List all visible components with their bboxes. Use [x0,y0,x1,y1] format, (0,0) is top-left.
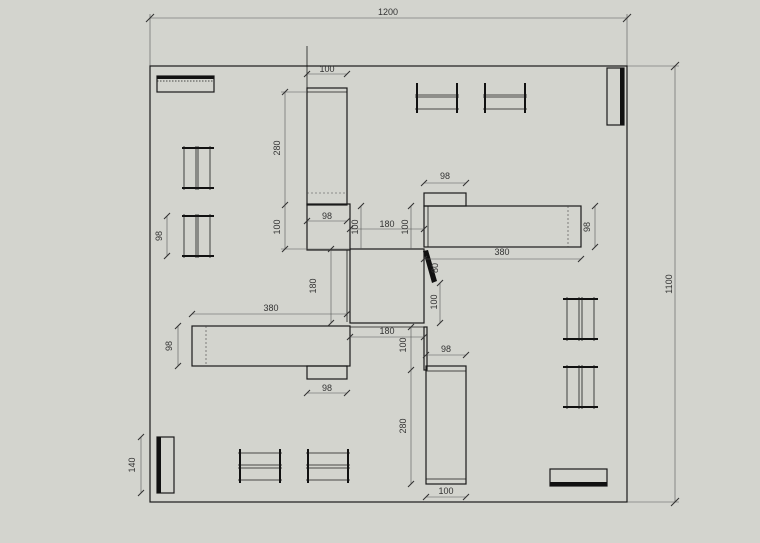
left-arm [191,325,351,380]
bottom-arm [423,326,467,485]
dim-left-bin-height: 140 [127,433,145,497]
dim-center-left-height: 100 [350,202,365,249]
dim-bottom-arm-length: 280 [398,370,415,488]
bench-right-b [563,365,598,409]
overall-height-dimension: 1100 [627,61,680,507]
overall-width-label: 1200 [378,7,398,17]
dim-center-right-height-label: 100 [400,219,410,234]
dim-bottom-arm-left-height: 100 [398,323,415,374]
dim-right-arm-height-label: 98 [582,222,592,232]
bench-left-a [182,146,214,190]
room-outline [149,65,628,503]
dim-top-arm-length-label: 280 [272,140,282,155]
dim-top-arm-width: 100 [303,64,351,78]
dim-right-arm-length: 380 [420,247,585,263]
dim-left-arm-bottom-width-label: 98 [322,383,332,393]
dim-center-height-label: 180 [308,278,318,293]
dim-center-right-height: 100 [400,202,415,249]
dim-top-base-height-label: 100 [272,219,282,234]
dim-center-bottom-width-label: 180 [379,326,394,336]
bench-bottom-a [238,449,282,483]
diagonal-hatch [423,250,437,283]
dim-right-arm-length-label: 380 [494,247,509,257]
bench-top-left-b [483,83,527,113]
dim-left-bin-height-label: 140 [127,457,137,472]
dim-left-arm-bottom-width: 98 [303,383,351,397]
dim-diagonal-label: 80 [430,263,440,273]
dim-bottom-arm-width-label: 100 [438,486,453,496]
dim-top-base-width-label: 98 [322,211,332,221]
dim-top-arm-width-label: 100 [319,64,334,74]
dim-bottom-arm-top-width: 98 [422,344,470,359]
dim-center-top-width: 180 [346,219,428,233]
dim-bottom-arm-length-label: 280 [398,418,408,433]
dim-top-base-height: 100 [272,205,350,253]
dim-bottom-arm-top-width-label: 98 [441,344,451,354]
top-arm [306,87,351,251]
dim-center-right-lower-height: 100 [429,279,444,327]
bench-right-a [563,297,598,341]
dim-center-bottom-width: 180 [346,326,428,341]
bench-left-b [182,214,214,258]
dim-right-arm-top-width-label: 98 [440,171,450,181]
bin-top-left [156,75,215,93]
dim-top-arm-length: 280 [272,88,307,209]
dim-top-base-width: 98 [303,211,351,225]
overall-height-label: 1100 [664,274,674,293]
dim-center-right-lower-height-label: 100 [429,294,439,309]
dim-right-arm-top-width: 98 [420,171,470,187]
bench-bottom-b [306,449,350,483]
dim-left-bench-height: 98 [154,212,171,260]
overall-width-dimension: 1200 [145,7,632,66]
bin-bottom-right [549,468,608,487]
dim-center-top-width-label: 180 [379,219,394,229]
dim-bottom-arm-width: 100 [422,486,470,501]
center-block [346,248,425,328]
dim-left-arm-height-label: 98 [164,341,174,351]
bin-bottom-left [156,436,175,494]
dim-center-height: 180 [308,245,335,327]
dim-left-arm-length-label: 380 [263,303,278,313]
dim-center-left-height-label: 100 [350,219,360,234]
dim-left-arm-length: 380 [188,303,351,318]
dim-bottom-arm-left-height-label: 100 [398,337,408,352]
dim-diagonal: 80 [430,263,440,273]
dim-left-arm-height: 98 [164,322,182,370]
dim-left-bench-height-label: 98 [154,231,164,241]
right-arm [423,192,582,248]
bin-top-right [606,67,625,126]
bench-top-left-a [415,83,459,113]
dim-right-arm-height: 98 [582,202,599,251]
